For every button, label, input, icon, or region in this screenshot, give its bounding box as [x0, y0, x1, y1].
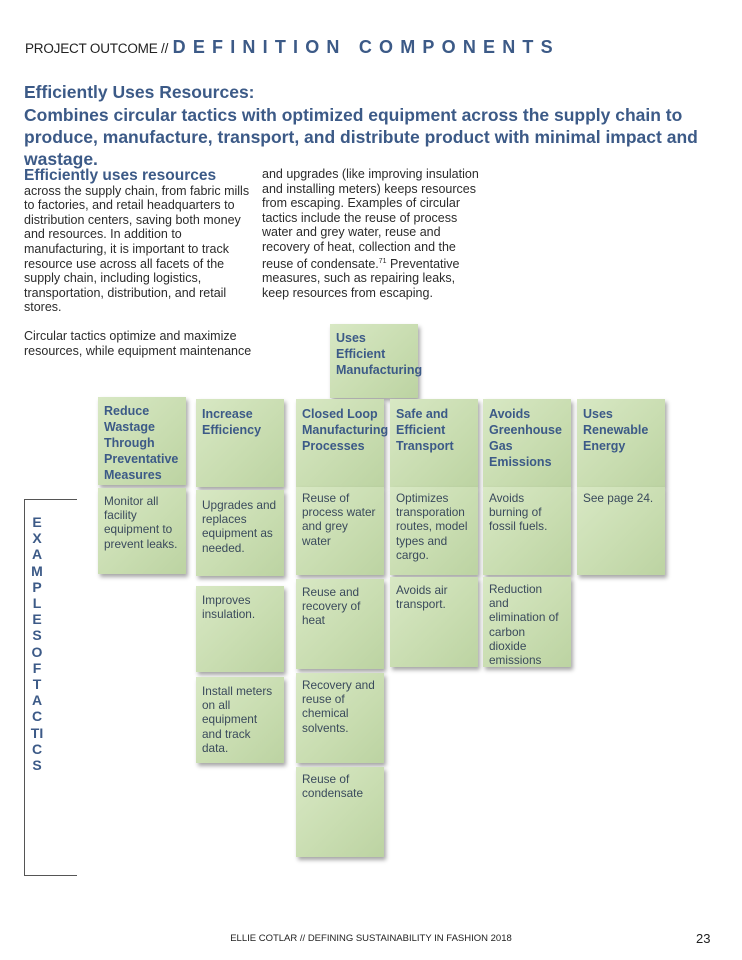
tactic-text: Install meters on all equipment and trac…: [202, 684, 273, 755]
page-header: PROJECT OUTCOME // DEFINITION COMPONENTS: [25, 37, 560, 58]
category-reduce-label: Reduce Wastage Through Preventative Meas…: [104, 404, 179, 482]
page-footer: ELLIE COTLAR // DEFINING SUSTAINABILITY …: [230, 933, 512, 944]
paragraph-1-text: across the supply chain, from fabric mil…: [24, 183, 250, 315]
tactic-text: Monitor all facility equipment to preven…: [104, 494, 178, 551]
header-title: DEFINITION COMPONENTS: [172, 37, 560, 57]
category-transport-label: Safe and Efficient Transport: [396, 407, 454, 453]
bracket-side-line: [24, 499, 25, 875]
note-tactic-efficiency-2: Improves insulation.: [196, 586, 284, 672]
section-subtitle: Combines circular tactics with optimized…: [24, 105, 698, 169]
note-tactic-efficiency-3: Install meters on all equipment and trac…: [196, 677, 284, 763]
note-category-ghg: Avoids Greenhouse Gas Emissions: [483, 399, 571, 487]
footnote-ref: 71: [378, 257, 387, 265]
note-category-closed-loop: Closed Loop Manufacturing Processes: [296, 399, 388, 487]
note-tactic-closed-loop-4: Reuse of condensate: [296, 767, 384, 857]
tactic-text: Improves insulation.: [202, 593, 256, 622]
category-ghg-label: Avoids Greenhouse Gas Emissions: [489, 407, 562, 469]
examples-of-tactics-label: EXAMPLES OF TACTICS: [30, 514, 44, 774]
body-column-2: and upgrades (like improving insulation …: [262, 167, 484, 301]
paragraph-1: Efficiently uses resources across the su…: [24, 167, 256, 315]
bracket-top-line: [24, 499, 77, 500]
section-title: Efficiently Uses Resources:: [24, 82, 255, 102]
tactic-text: Upgrades and replaces equipment as neede…: [202, 498, 277, 555]
paragraph-3: and upgrades (like improving insulation …: [262, 167, 484, 301]
note-category-renewable: Uses Renewable Energy: [577, 399, 665, 487]
note-category-efficiency: Increase Efficiency: [196, 399, 284, 487]
header-prefix: PROJECT OUTCOME //: [25, 41, 169, 56]
note-root: Uses Efficient Manufacturing: [330, 324, 422, 398]
note-tactic-closed-loop-2: Reuse and recovery of heat: [296, 579, 384, 669]
page-number: 23: [696, 931, 711, 946]
note-tactic-closed-loop-3: Recovery and reuse of chemical solvents.: [296, 673, 384, 763]
category-efficiency-label: Increase Efficiency: [202, 407, 262, 437]
note-category-reduce: Reduce Wastage Through Preventative Meas…: [98, 397, 186, 485]
tactic-text: Reuse of process water and grey water: [302, 491, 376, 548]
paragraph-3-text: and upgrades (like improving insulation …: [262, 167, 479, 271]
note-tactic-ghg-2: Reduction and elimination of carbon diox…: [483, 577, 571, 667]
note-tactic-reduce-1: Monitor all facility equipment to preven…: [98, 488, 186, 574]
tactic-text: Reuse of condensate: [302, 772, 364, 801]
lead-phrase: Efficiently uses resources: [24, 167, 217, 184]
tactic-text: Recovery and reuse of chemical solvents.: [302, 678, 375, 735]
bracket-bottom-line: [24, 875, 77, 876]
tactic-text: Avoids burning of fossil fuels.: [489, 491, 548, 534]
note-tactic-efficiency-1: Upgrades and replaces equipment as neede…: [196, 490, 284, 576]
tactic-text: Reuse and recovery of heat: [302, 585, 361, 628]
note-category-transport: Safe and Efficient Transport: [390, 399, 478, 487]
note-tactic-closed-loop-1: Reuse of process water and grey water: [296, 487, 384, 575]
note-tactic-transport-1: Optimizes transporation routes, model ty…: [390, 487, 478, 575]
tactic-text: See page 24.: [583, 491, 654, 505]
category-closed-loop-label: Closed Loop Manufacturing Processes: [302, 407, 389, 453]
note-tactic-transport-2: Avoids air transport.: [390, 577, 478, 667]
tactic-text: Reduction and elimination of carbon diox…: [489, 582, 559, 668]
note-root-label: Uses Efficient Manufacturing: [336, 331, 423, 377]
paragraph-3-end: Preventative measures, such as repairing…: [262, 256, 460, 300]
tactic-text: Avoids air transport.: [396, 583, 448, 612]
note-tactic-ghg-1: Avoids burning of fossil fuels.: [483, 487, 571, 575]
body-column-1: Efficiently uses resources across the su…: [24, 167, 256, 358]
category-renewable-label: Uses Renewable Energy: [583, 407, 649, 453]
note-tactic-renewable-1: See page 24.: [577, 487, 665, 575]
tactic-text: Optimizes transporation routes, model ty…: [396, 491, 468, 562]
paragraph-2: Circular tactics optimize and maximize r…: [24, 328, 252, 358]
